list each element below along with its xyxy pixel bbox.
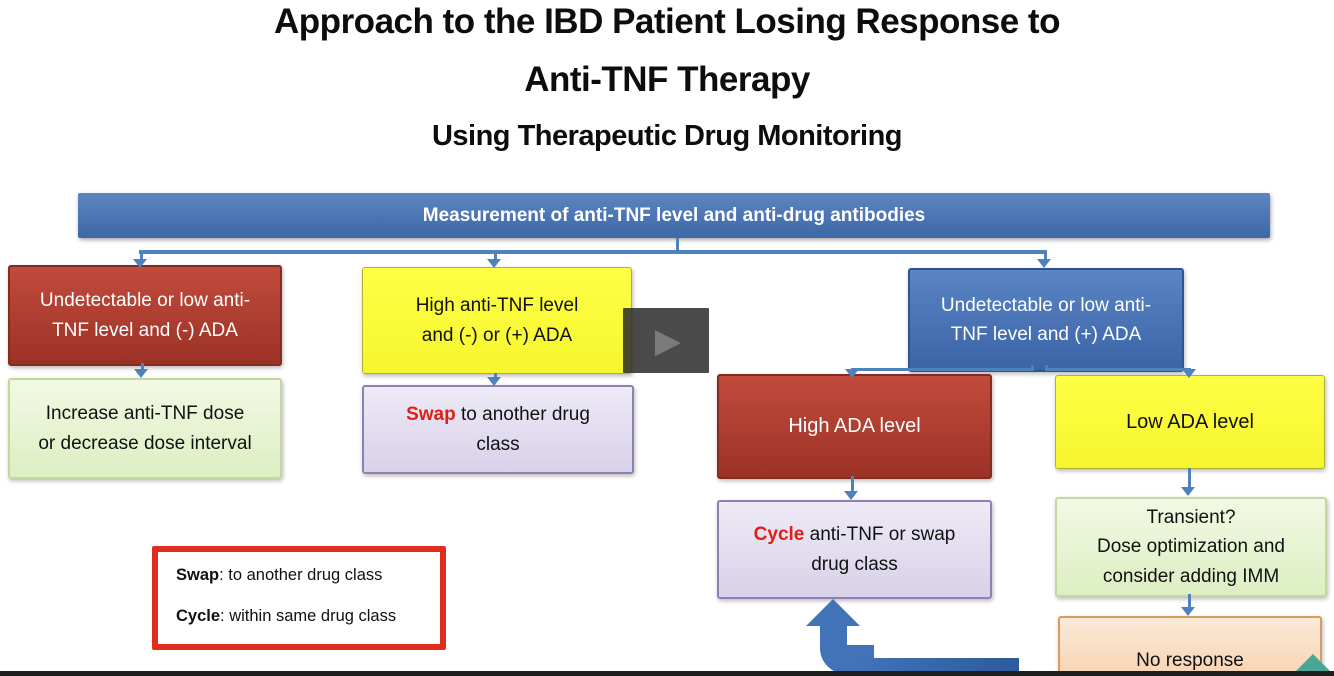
swap-rest: to another drug class [455,404,590,455]
node-low-ada-label: Low ADA level [1126,410,1254,433]
connector-drop-right-stem [1044,254,1047,260]
play-icon: ▶ [654,321,682,360]
node-measurement: Measurement of anti-TNF level and anti-d… [78,193,1270,238]
arrowhead-to-high-tnf [487,259,501,268]
node-swap-label: Swap to another drug class [382,400,614,459]
node-measurement-label: Measurement of anti-TNF level and anti-d… [422,204,926,226]
arrowhead-to-low-ada [1182,369,1196,378]
connector-header-hline [139,250,1047,254]
connector-drop-left-stem [140,254,143,260]
cycle-rest: anti-TNF or swap drug class [804,524,956,575]
node-cycle: Cycle anti-TNF or swap drug class [717,500,992,599]
node-low-tnf-neg-ada-label: Undetectable or low anti-TNF level and (… [39,290,251,341]
arrowhead-to-swap [487,377,501,386]
legend-swap-rest: : to another drug class [219,566,383,584]
swap-term: Swap [406,404,456,426]
node-low-tnf-pos-ada: Undetectable or low anti-TNF level and (… [908,268,1184,372]
node-increase-dose-label: Increase anti-TNF dose or decrease dose … [38,403,252,454]
node-transient-line1: Transient? [1146,506,1236,528]
loopback-horizontal-shaft [852,658,1019,674]
slide-title-line2: Anti-TNF Therapy [524,60,810,99]
play-button[interactable]: ▶ [623,308,709,373]
arrowhead-to-high-ada [845,369,859,378]
video-timeline[interactable] [0,671,1334,676]
node-low-tnf-pos-ada-label: Undetectable or low anti-TNF level and (… [940,294,1152,345]
node-high-ada: High ADA level [717,374,992,479]
node-no-response-label: No response [1136,650,1244,671]
legend-cycle-rest: : within same drug class [220,607,397,625]
arrowhead-to-cycle [844,491,858,500]
node-transient-line2: Dose optimization and consider adding IM… [1097,536,1285,587]
node-cycle-label: Cycle anti-TNF or swap drug class [738,520,972,579]
elbow-right-hbar [1045,368,1191,371]
arrowhead-to-low-tnf-pos-ada [1037,259,1051,268]
legend-swap-term: Swap [176,566,220,584]
node-transient: Transient? Dose optimization and conside… [1055,497,1327,597]
loopback-arrowhead [806,599,860,626]
legend-swap: Swap: to another drug class [176,566,440,585]
arrow-highada-cycle-stem [851,476,854,492]
slide-subtitle: Using Therapeutic Drug Monitoring [431,120,903,152]
arrowhead-to-no-response [1181,607,1195,616]
node-low-ada: Low ADA level [1055,375,1325,469]
arrow-yellow1-purple1-stem [494,373,497,378]
node-high-tnf: High anti-TNF level and (-) or (+) ADA [362,267,632,374]
arrow-transient-noresponse-stem [1188,594,1191,608]
legend-box: Swap: to another drug class Cycle: withi… [152,546,446,650]
arrow-lowada-transient-stem [1188,468,1191,488]
arrowhead-to-transient [1181,487,1195,496]
connector-drop-mid-stem [494,254,497,260]
cycle-term: Cycle [753,524,805,546]
slide-title-line1: Approach to the IBD Patient Losing Respo… [274,2,1060,41]
arrowhead-to-increase-dose [134,369,148,378]
legend-cycle: Cycle: within same drug class [176,607,440,626]
legend-cycle-term: Cycle [176,607,221,625]
elbow-left-hbar [851,368,1034,371]
arrow-red1-green1-stem [141,363,144,370]
connector-header-stem [676,238,679,251]
node-increase-dose: Increase anti-TNF dose or decrease dose … [8,378,282,479]
node-low-tnf-neg-ada: Undetectable or low anti-TNF level and (… [8,265,282,366]
timeline-marker-icon [1296,654,1330,671]
node-high-ada-label: High ADA level [788,415,921,437]
arrowhead-to-low-tnf-neg-ada [133,259,147,268]
node-no-response: No response [1058,616,1322,676]
node-swap: Swap to another drug class [362,385,634,474]
node-high-tnf-label: High anti-TNF level and (-) or (+) ADA [415,295,579,346]
